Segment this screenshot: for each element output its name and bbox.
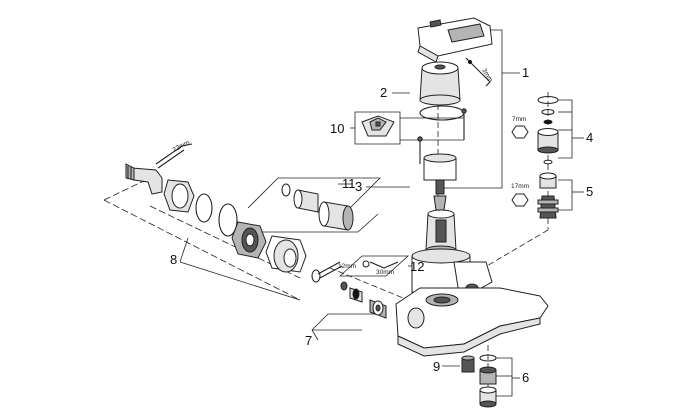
hex-key-valve-size: 7mm bbox=[512, 116, 526, 123]
hex-key-3mm: 3mm bbox=[465, 57, 494, 87]
callout-10: 10 bbox=[330, 121, 344, 136]
key-30mm: 30mm bbox=[362, 260, 399, 276]
wrench-22mm: 22mm bbox=[155, 139, 193, 169]
cartridge bbox=[423, 153, 457, 255]
callout-4: 4 bbox=[586, 130, 593, 145]
mixer-body bbox=[395, 248, 549, 357]
s-union-set bbox=[125, 163, 321, 283]
lever-handle bbox=[417, 17, 493, 63]
callout-2: 2 bbox=[380, 85, 387, 100]
aerator-insert bbox=[461, 355, 475, 373]
callout-9: 9 bbox=[433, 359, 440, 374]
callout-7: 7 bbox=[305, 333, 312, 348]
callout-11: 11 bbox=[342, 176, 356, 191]
callout-labels: 1 2 3 4 5 6 7 8 9 10 11 12 bbox=[170, 65, 593, 385]
cap bbox=[419, 61, 461, 106]
callout-8: 8 bbox=[170, 252, 177, 267]
callout-1: 1 bbox=[522, 65, 529, 80]
key-12mm: 12mm bbox=[317, 261, 356, 279]
key-12mm-label: 12mm bbox=[338, 263, 356, 270]
check-valve-union bbox=[340, 281, 387, 319]
hex-key-top-size: 3mm bbox=[480, 67, 494, 83]
flow-cartridge bbox=[537, 172, 559, 219]
hex-key-cartridge-size: 17mm bbox=[511, 183, 529, 190]
callout-5: 5 bbox=[586, 184, 593, 199]
callout-3: 3 bbox=[355, 179, 362, 194]
diverter-valve bbox=[537, 95, 559, 165]
callout-6: 6 bbox=[522, 370, 529, 385]
hex-key-17mm: 17mm bbox=[511, 183, 529, 207]
hex-key-7mm: 7mm bbox=[511, 116, 529, 139]
temperature-limiter bbox=[361, 115, 395, 137]
callout-12: 12 bbox=[410, 259, 424, 274]
aerator bbox=[479, 354, 497, 408]
key-30mm-label: 30mm bbox=[376, 269, 394, 276]
adapter-set bbox=[281, 183, 354, 231]
fixing-screws bbox=[417, 108, 467, 164]
